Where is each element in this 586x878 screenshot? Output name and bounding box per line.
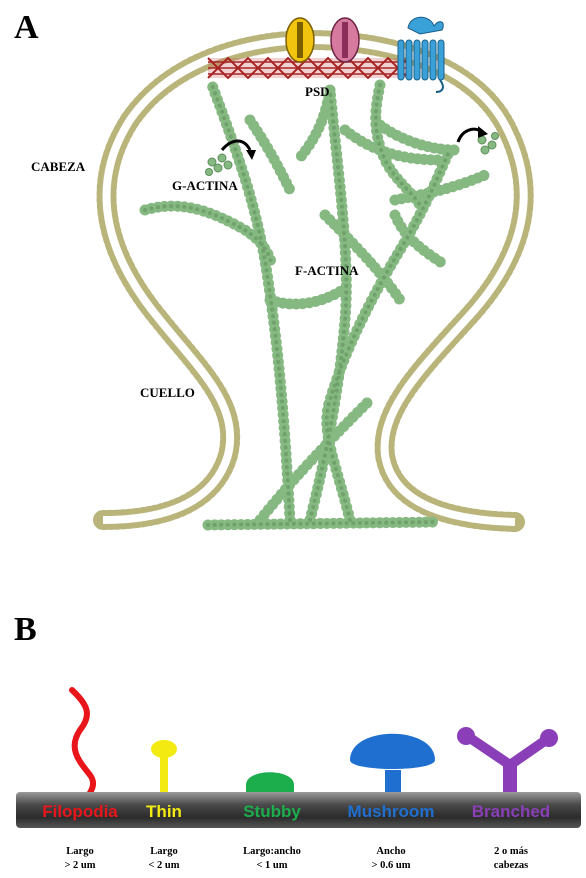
filopodia-shape (72, 690, 93, 796)
spine-type-name: Thin (146, 802, 182, 821)
f-actina-label: F-ACTINA (295, 263, 359, 278)
g-actin-monomers-left (206, 154, 233, 176)
spine-type-name: Mushroom (348, 802, 435, 821)
psd-mesh (208, 58, 408, 78)
g-actina-label: G-ACTINA (172, 178, 238, 193)
spine-type-criteria-line1: Ancho (376, 846, 405, 857)
spine-type-criteria-line2: > 2 um (64, 860, 95, 871)
spine-type-criteria-line2: > 0.6 um (372, 860, 411, 871)
panel-b: B Filopodia Thin Stubby Mushroom Branched (14, 611, 581, 871)
panel-a: A (14, 9, 524, 525)
cuello-label: CUELLO (140, 385, 195, 400)
spine-type-criteria-line2: < 1 um (256, 860, 287, 871)
spine-type-criteria-line1: Largo (150, 846, 177, 857)
spine-type-name: Stubby (243, 802, 301, 821)
spine-type-criteria-line1: Largo:ancho (243, 846, 301, 857)
spine-type-name: Branched (472, 802, 550, 821)
spine-type-criteria-line2: < 2 um (148, 860, 179, 871)
thin-shape (151, 740, 177, 796)
spine-type-criteria-line1: 2 o más (494, 846, 528, 857)
psd-label: PSD (305, 84, 330, 99)
yellow-channel-icon (286, 18, 314, 62)
f-actin-network (145, 85, 485, 525)
cabeza-label: CABEZA (31, 159, 86, 174)
panel-b-letter: B (14, 611, 37, 648)
pink-channel-icon (331, 18, 359, 62)
mushroom-shape (350, 734, 435, 796)
branched-shape (457, 727, 558, 796)
spine-type-name: Filopodia (42, 802, 118, 821)
spine-type-criteria-line2: cabezas (494, 860, 528, 871)
panel-a-letter: A (14, 9, 39, 46)
spine-type-criteria-line1: Largo (66, 846, 93, 857)
spine-membrane (103, 40, 524, 522)
spine-type-criteria: Largo > 2 um Largo < 2 um Largo:ancho < 1 um A… (64, 846, 528, 871)
